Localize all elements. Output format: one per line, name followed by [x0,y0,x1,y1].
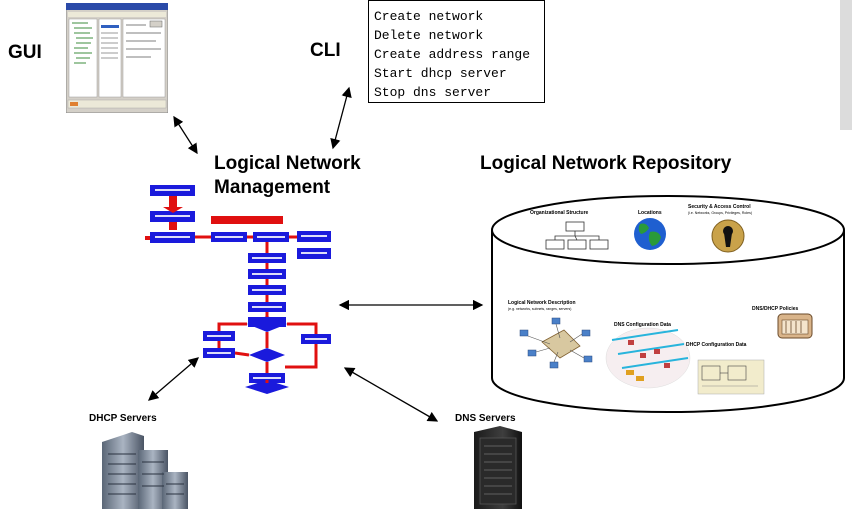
policies-icon [777,313,813,339]
globe-icon [634,218,666,250]
lnd-text: Logical Network Description [508,300,576,306]
dns-to-lnm-arrow [343,367,439,422]
cli-command-line: Start dhcp server [374,66,507,81]
server-rack-icon [102,432,188,509]
org-structure-text: Organizational Structure [530,210,589,216]
lnm-title-line2: Management [214,177,331,198]
cli-label: CLI [310,40,341,61]
dns-config-icon [605,327,691,389]
cli-command-line: Create network [374,9,484,24]
flowchart-icon [145,185,331,394]
cli-command-line: Create address range [374,47,531,62]
cli-to-lnm-arrow [330,86,352,150]
security-text: Security & Access Control [688,204,751,210]
gui-to-lnm-arrow [173,115,198,155]
server-tower-icon [474,426,522,509]
gui-label: GUI [8,42,42,63]
keyhole-icon [711,219,745,253]
dns-dhcp-policies-text: DNS/DHCP Policies [752,306,799,312]
security-sub-text: (i.e. Networks, Groups, Privileges, Role… [688,211,752,215]
dhcp-config-icon [697,359,765,395]
database-cylinder-icon: Organizational Structure Locations Secur… [491,195,845,413]
dhcp-config-text: DHCP Configuration Data [686,342,747,348]
dhcp-servers-label: DHCP Servers [89,413,157,424]
network-diagram-icon [519,317,593,369]
background-band [840,0,852,130]
dns-servers-label: DNS Servers [455,413,516,424]
locations-text: Locations [638,210,662,216]
cli-command-line: Stop dns server [374,85,492,100]
lnd-sub-text: (e.g. networks, subnets, ranges, servers… [508,307,571,311]
dns-config-text: DNS Configuration Data [614,322,671,328]
gui-screenshot-thumbnail [66,3,168,113]
cli-command-box: Create network Delete network Create add… [368,0,545,103]
lnm-title-line1: Logical Network [214,153,361,174]
org-chart-icon [545,221,609,250]
cli-command-line: Delete network [374,28,484,43]
dhcp-to-lnm-arrow [148,357,199,401]
repository-title: Logical Network Repository [480,153,732,174]
